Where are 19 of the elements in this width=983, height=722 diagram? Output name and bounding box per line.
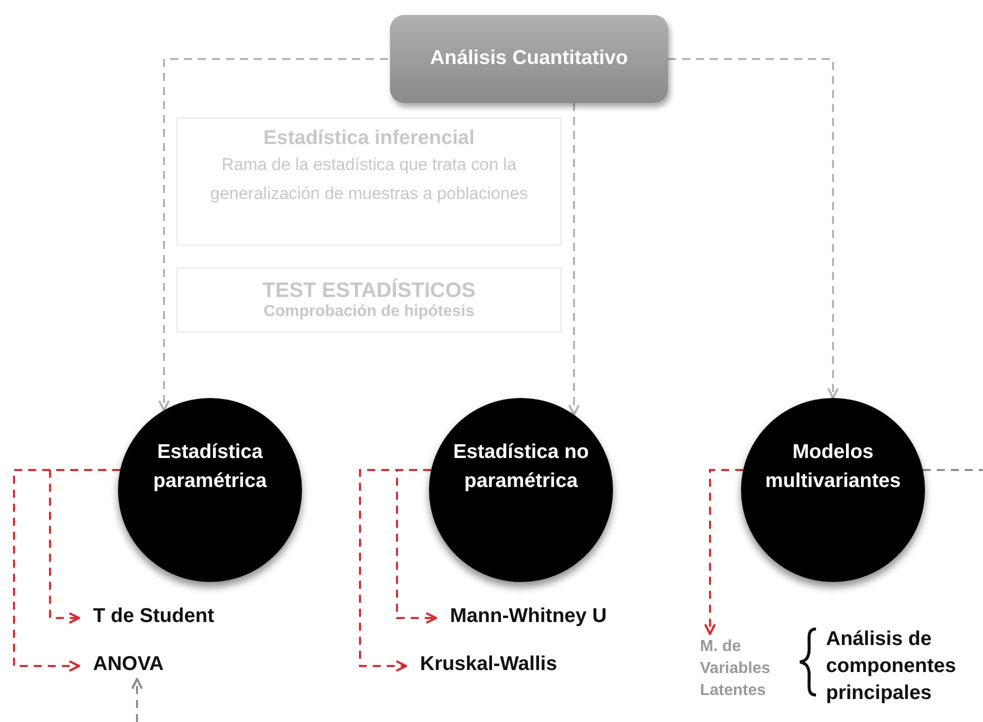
method-text: Análisis de componentes principales xyxy=(826,627,958,706)
method-text: T de Student xyxy=(81,605,263,631)
category-circle: Modelos multivariantes xyxy=(741,398,925,582)
dashed-arrow xyxy=(396,469,438,624)
dashed-arrow xyxy=(13,469,120,672)
title-box: Análisis Cuantitativo xyxy=(390,15,668,103)
dashed-arrow xyxy=(568,103,580,416)
method-group-text: M. de Variables Latentes xyxy=(700,636,794,702)
dashed-arrow xyxy=(668,58,839,400)
method-text: Kruskal-Wallis xyxy=(408,653,600,679)
dashed-arrow xyxy=(131,678,143,722)
dashed-arrow xyxy=(158,58,388,412)
category-circle: Estadística paramétrica xyxy=(118,398,302,582)
method-text: ANOVA xyxy=(81,653,203,679)
dashed-arrow xyxy=(359,469,432,672)
category-circle: Estadística no paramétrica xyxy=(429,398,613,582)
dashed-arrow xyxy=(704,469,744,636)
dashed-line xyxy=(922,469,983,471)
method-text: Mann-Whitney U xyxy=(438,605,650,631)
